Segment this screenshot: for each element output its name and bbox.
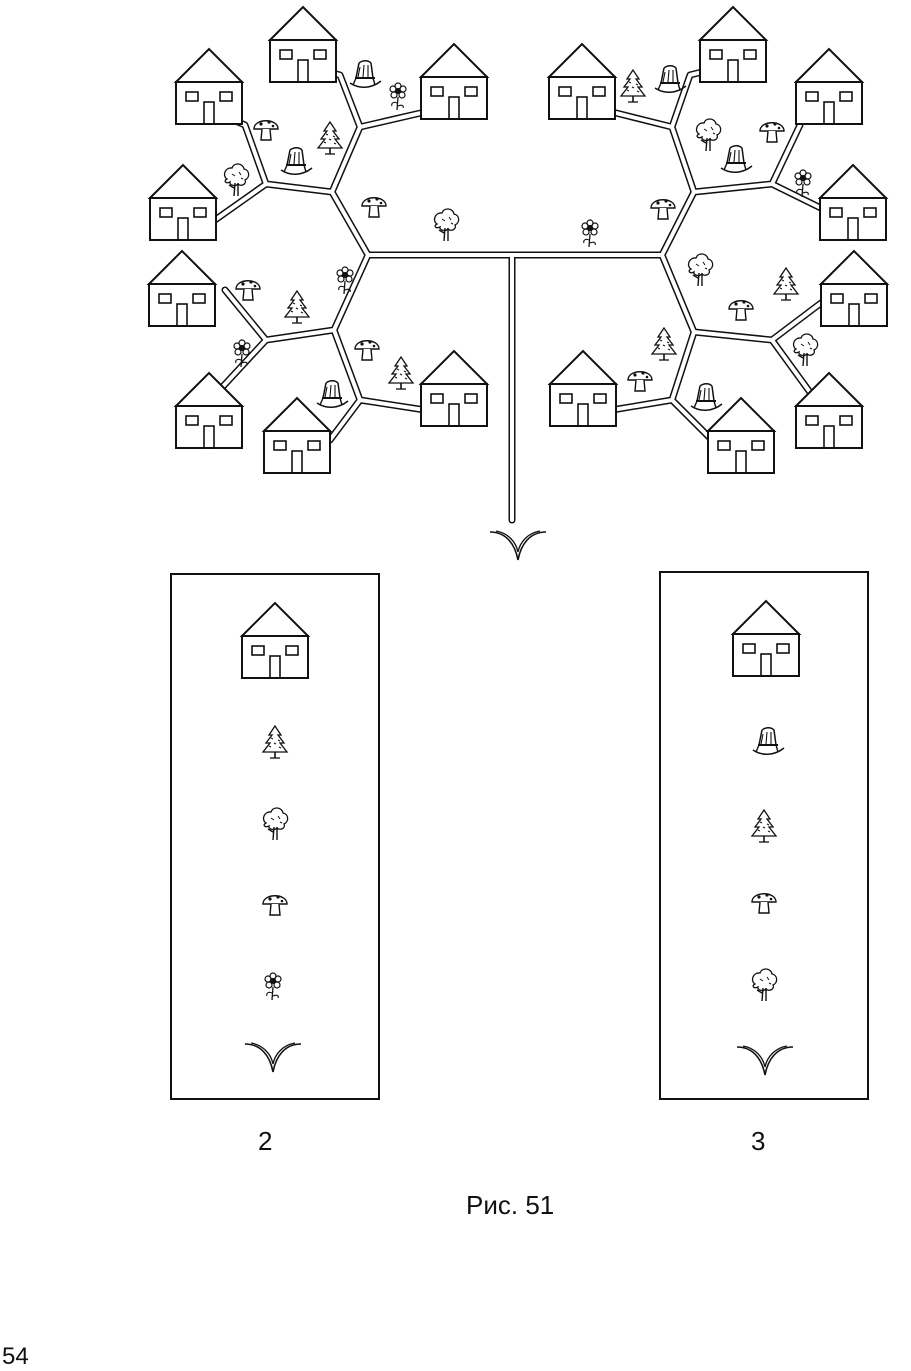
house-icon (820, 250, 888, 327)
flower-icon (581, 219, 599, 248)
rocking-chair-icon (720, 144, 753, 174)
rocking-chair-icon (349, 59, 382, 89)
house-icon (548, 43, 616, 120)
house-icon (175, 372, 243, 449)
rocking-chair-icon (316, 379, 349, 409)
fir-tree-icon (317, 121, 343, 155)
house-icon (269, 6, 337, 83)
panel-number: 3 (751, 1126, 766, 1156)
flower-icon (233, 339, 251, 368)
fir-tree-icon (620, 69, 646, 103)
rocking-chair-icon (690, 382, 723, 412)
house-icon (149, 164, 217, 241)
page-number: 54 (2, 1343, 29, 1370)
house-icon (707, 397, 775, 474)
route-card-2 (170, 573, 380, 1100)
panel-number: 2 (258, 1126, 273, 1156)
house-icon (420, 350, 488, 427)
route-card-3 (659, 571, 869, 1100)
mushroom-icon (627, 370, 653, 392)
house-icon (795, 48, 863, 125)
house-icon (699, 6, 767, 83)
leafy-tree-icon (695, 118, 722, 152)
mushroom-icon (235, 279, 261, 301)
road-end-fork-icon (489, 530, 547, 561)
rocking-chair-icon (654, 64, 687, 94)
fir-tree-icon (773, 267, 799, 301)
rocking-chair-icon (280, 146, 313, 176)
mushroom-icon (728, 299, 754, 321)
houses (148, 6, 888, 474)
fir-tree-icon (284, 290, 310, 324)
mushroom-icon (354, 339, 380, 361)
landmarks (223, 59, 819, 412)
mushroom-icon (759, 121, 785, 143)
house-icon (420, 43, 488, 120)
fir-tree-icon (651, 327, 677, 361)
leafy-tree-icon (687, 253, 714, 287)
house-icon (263, 397, 331, 474)
figure-caption: Рис. 51 (466, 1190, 555, 1220)
flower-icon (389, 82, 407, 111)
house-icon (175, 48, 243, 125)
house-icon (148, 250, 216, 327)
leafy-tree-icon (792, 333, 819, 367)
mushroom-icon (253, 119, 279, 141)
house-icon (549, 350, 617, 427)
fir-tree-icon (388, 356, 414, 390)
flower-icon (336, 266, 354, 295)
leafy-tree-icon (223, 163, 250, 197)
leafy-tree-icon (433, 208, 460, 242)
house-icon (819, 164, 887, 241)
mushroom-icon (361, 196, 387, 218)
mushroom-icon (650, 198, 676, 220)
